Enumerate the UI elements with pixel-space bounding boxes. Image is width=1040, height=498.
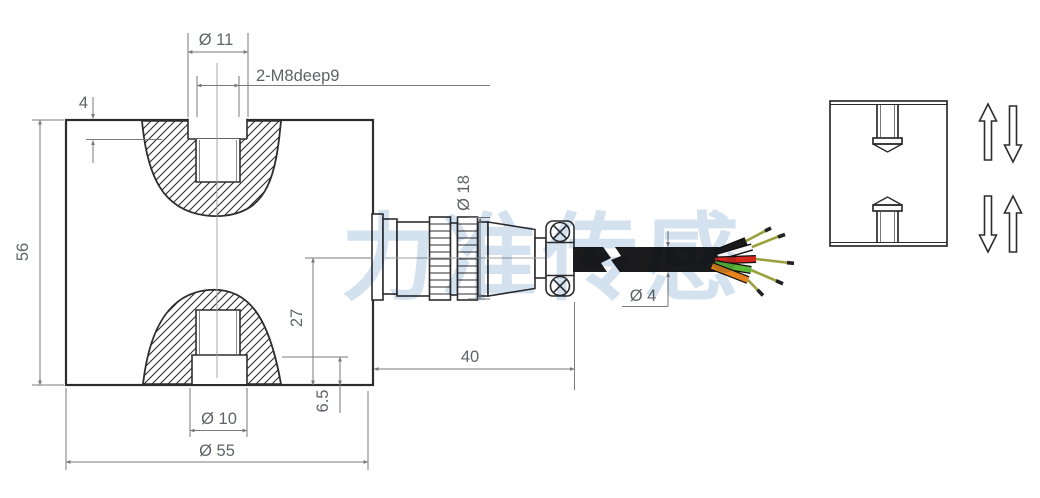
lead-tips — [756, 226, 795, 297]
bottom-thread-hole — [195, 309, 241, 355]
dim-boss-dia: Ø 10 — [189, 388, 248, 437]
watermark-text: 力准传感 — [341, 206, 745, 312]
bottom-thread-lines — [199, 311, 237, 354]
connector-cone — [487, 221, 536, 297]
dim-cable-dia: Ø 4 — [622, 231, 670, 307]
boss-outline — [191, 354, 248, 384]
dim-label-cable-dia: Ø 4 — [630, 287, 657, 305]
top-thread-hole — [195, 139, 241, 183]
dim-counterbore-dia: Ø 11 — [187, 31, 249, 117]
dim-connector-dia: Ø 18 — [455, 175, 490, 300]
dim-body-height: 56 — [14, 119, 64, 386]
wire-white — [717, 244, 753, 260]
dim-label-body-height: 56 — [14, 243, 32, 261]
dim-connector-length: 40 — [373, 302, 575, 390]
side-view — [829, 100, 948, 247]
lead-4 — [750, 268, 780, 284]
dim-label-axis-to-bottom: 27 — [288, 309, 306, 327]
counterbore-fill — [188, 118, 247, 139]
wire-red — [714, 256, 757, 264]
dim-axis-to-bottom: 27 — [288, 257, 372, 386]
dim-label-boss-dia: Ø 10 — [201, 410, 237, 428]
dim-label-counterbore-depth: 4 — [79, 94, 88, 112]
side-view-block — [829, 100, 948, 247]
lead-2 — [751, 234, 782, 249]
centerlines — [216, 63, 545, 378]
force-arrow-up2-icon — [1003, 194, 1023, 253]
screw-cross-bottom-icon — [552, 278, 568, 294]
force-arrow-up-icon — [978, 102, 998, 161]
force-arrows — [978, 102, 1023, 254]
dim-thread-callout: 2-M8deep9 — [196, 67, 490, 117]
bottom-thread-hole-fill — [196, 310, 240, 355]
dim-label-body-width: Ø 55 — [199, 442, 235, 460]
dim-counterbore-depth: 4 — [79, 94, 162, 163]
force-arrow-down-icon — [1003, 105, 1023, 164]
lead-1 — [745, 228, 768, 243]
cable-jacket — [573, 247, 719, 272]
top-thread-lines — [199, 140, 237, 181]
dim-label-connector-length: 40 — [461, 348, 479, 366]
wire-black — [714, 238, 748, 256]
dimensions: Ø 11 2-M8deep9 4 56 27 — [14, 31, 670, 470]
lead-3 — [755, 257, 791, 265]
knurl-ribs-1 — [430, 223, 451, 295]
screw-cross-top-icon — [552, 224, 568, 240]
wire-orange — [711, 263, 749, 283]
clamp-dividers — [546, 241, 574, 277]
boss-fill — [192, 355, 247, 384]
dim-boss-height: 6.5 — [282, 356, 348, 413]
force-arrow-down2-icon — [978, 195, 998, 254]
wire-green — [714, 261, 752, 273]
dim-body-width: Ø 55 — [65, 388, 369, 470]
dim-label-counterbore-dia: Ø 11 — [199, 31, 234, 49]
knurl-ribs-2 — [458, 223, 478, 295]
dim-label-thread-callout: 2-M8deep9 — [256, 67, 339, 85]
cable-break-symbol — [601, 244, 622, 275]
connector-barrel — [396, 221, 431, 297]
side-view-edge-lines — [830, 104, 947, 243]
top-thread-hole-fill — [196, 139, 240, 182]
side-view-top-hole — [872, 104, 903, 153]
side-view-bottom-hole — [872, 196, 903, 243]
front-view — [64, 118, 375, 387]
dim-label-connector-dia: Ø 18 — [455, 175, 473, 211]
cable — [573, 226, 795, 297]
dim-label-boss-height: 6.5 — [314, 390, 332, 413]
